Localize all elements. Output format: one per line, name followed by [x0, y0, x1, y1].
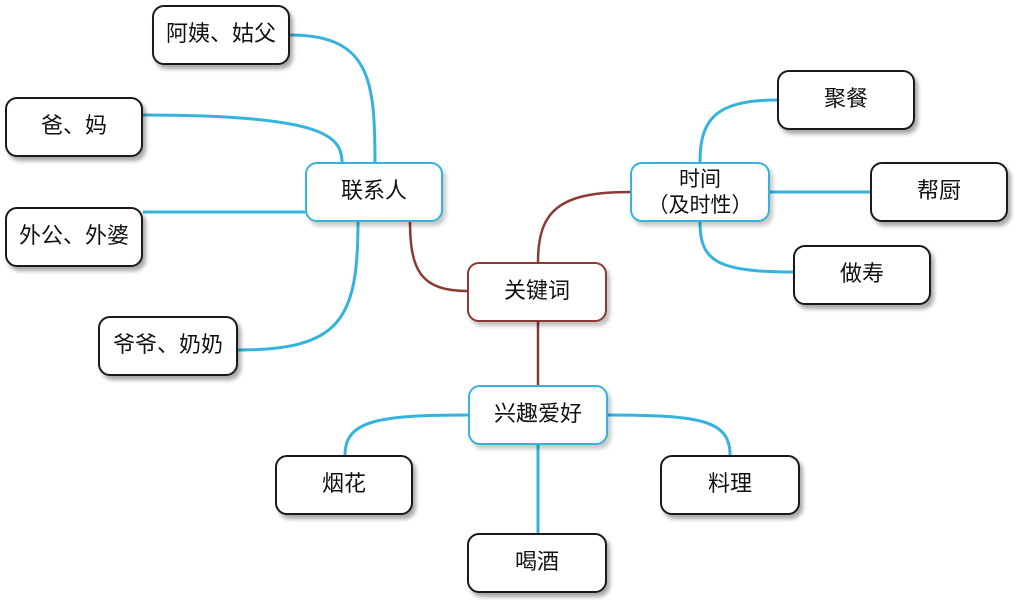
- leaf-node-kitchen-help[interactable]: 帮厨: [870, 162, 1008, 222]
- leaf-node-birthday[interactable]: 做寿: [793, 245, 931, 305]
- leaf-node-parents[interactable]: 爸、妈: [5, 97, 143, 157]
- connector-contacts-grandparents-paternal: [237, 221, 360, 352]
- connector-time-birthday: [698, 221, 794, 274]
- leaf-node-dinner[interactable]: 聚餐: [777, 70, 915, 130]
- connector-hobbies-fireworks: [343, 413, 469, 456]
- leaf-node-cooking[interactable]: 料理: [660, 455, 800, 515]
- connector-center-time: [536, 190, 631, 263]
- connector-center-contacts: [408, 219, 469, 293]
- center-node[interactable]: 关键词: [467, 262, 607, 322]
- branch-node-contacts[interactable]: 联系人: [305, 162, 443, 222]
- leaf-node-drinking[interactable]: 喝酒: [467, 533, 607, 593]
- connector-hobbies-cooking: [607, 413, 732, 456]
- leaf-node-fireworks[interactable]: 烟花: [275, 455, 413, 515]
- branch-node-time[interactable]: 时间 （及时性）: [630, 162, 770, 222]
- branch-node-hobbies[interactable]: 兴趣爱好: [468, 385, 608, 445]
- connector-contacts-parents: [142, 113, 344, 163]
- leaf-node-paternal-grandparents[interactable]: 爷爷、奶奶: [98, 316, 238, 376]
- leaf-node-aunt-uncle[interactable]: 阿姨、姑父: [152, 5, 290, 65]
- connector-time-dinner: [698, 98, 778, 163]
- leaf-node-maternal-grandparents[interactable]: 外公、外婆: [5, 207, 143, 267]
- connector-contacts-aunt: [289, 33, 377, 163]
